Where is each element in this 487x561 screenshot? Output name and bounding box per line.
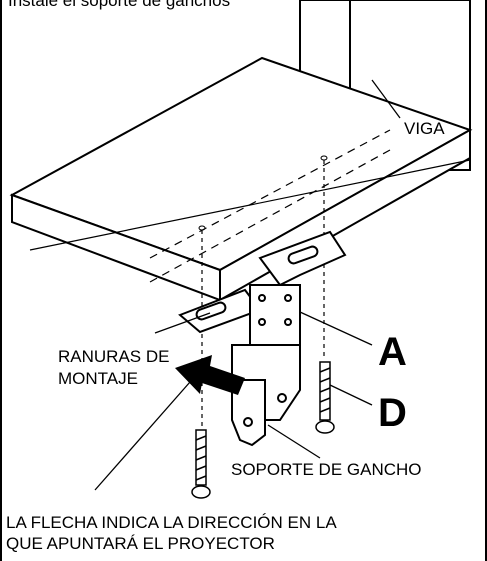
header-partial-text: Instale el soporte de ganchos bbox=[8, 0, 230, 10]
caption-line-1: LA FLECHA INDICA LA DIRECCIÓN EN LA bbox=[6, 513, 337, 532]
arrow-caption: LA FLECHA INDICA LA DIRECCIÓN EN LA QUE … bbox=[6, 512, 476, 554]
label-soporte-gancho: SOPORTE DE GANCHO bbox=[231, 460, 422, 479]
screw-left bbox=[191, 429, 211, 499]
label-part-a: A bbox=[378, 330, 407, 374]
hook-bracket bbox=[178, 230, 347, 447]
leader-lines bbox=[94, 79, 401, 491]
screw-right bbox=[315, 361, 335, 434]
label-ranuras-line1: RANURAS DE bbox=[58, 347, 169, 366]
label-viga: VIGA bbox=[404, 119, 445, 138]
hole-left bbox=[198, 225, 206, 231]
label-part-d: D bbox=[378, 391, 407, 435]
label-ranuras-line2: MONTAJE bbox=[58, 369, 138, 388]
hole-right bbox=[320, 155, 328, 161]
direction-arrow bbox=[175, 355, 245, 395]
caption-line-2: QUE APUNTARÁ EL PROYECTOR bbox=[6, 534, 275, 553]
